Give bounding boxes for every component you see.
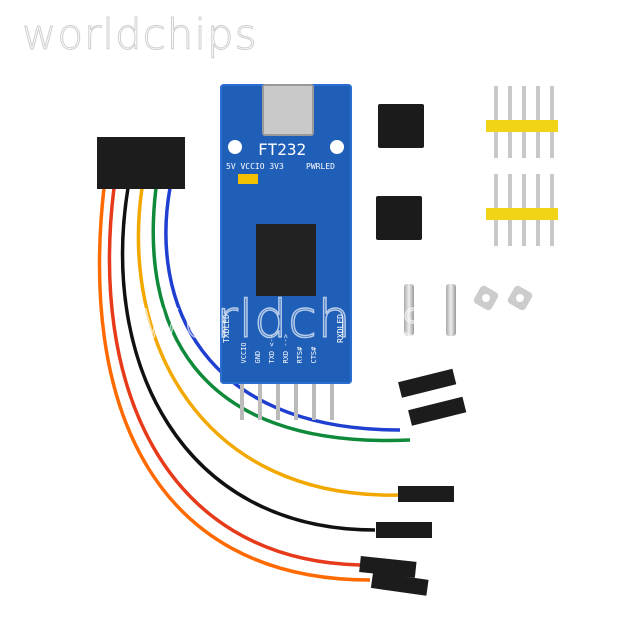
female-header bbox=[376, 196, 422, 240]
female-header bbox=[378, 104, 424, 148]
screw bbox=[404, 284, 414, 336]
mount-hole bbox=[330, 140, 344, 154]
dupont-plug bbox=[376, 522, 432, 538]
power-led-label: PWRLED bbox=[306, 162, 335, 171]
mini-usb-port bbox=[262, 84, 314, 136]
board-title: FT232 bbox=[258, 140, 307, 159]
voltage-select-label: 5V VCCIO 3V3 bbox=[226, 162, 284, 171]
male-header bbox=[486, 86, 558, 158]
watermark-top: worldchips bbox=[22, 10, 258, 60]
board-pin-header bbox=[240, 384, 334, 420]
watermark-center: worldchips bbox=[139, 289, 430, 351]
ft232rl-chip bbox=[256, 224, 316, 296]
screw bbox=[446, 284, 456, 336]
male-header bbox=[486, 174, 558, 246]
six-pin-connector bbox=[97, 137, 185, 189]
dupont-plug bbox=[398, 486, 454, 502]
voltage-jumper bbox=[238, 174, 258, 184]
mount-hole bbox=[228, 140, 242, 154]
ft232-board: FT232 5V VCCIO 3V3 PWRLED TXDLED RXDLED … bbox=[220, 84, 352, 384]
